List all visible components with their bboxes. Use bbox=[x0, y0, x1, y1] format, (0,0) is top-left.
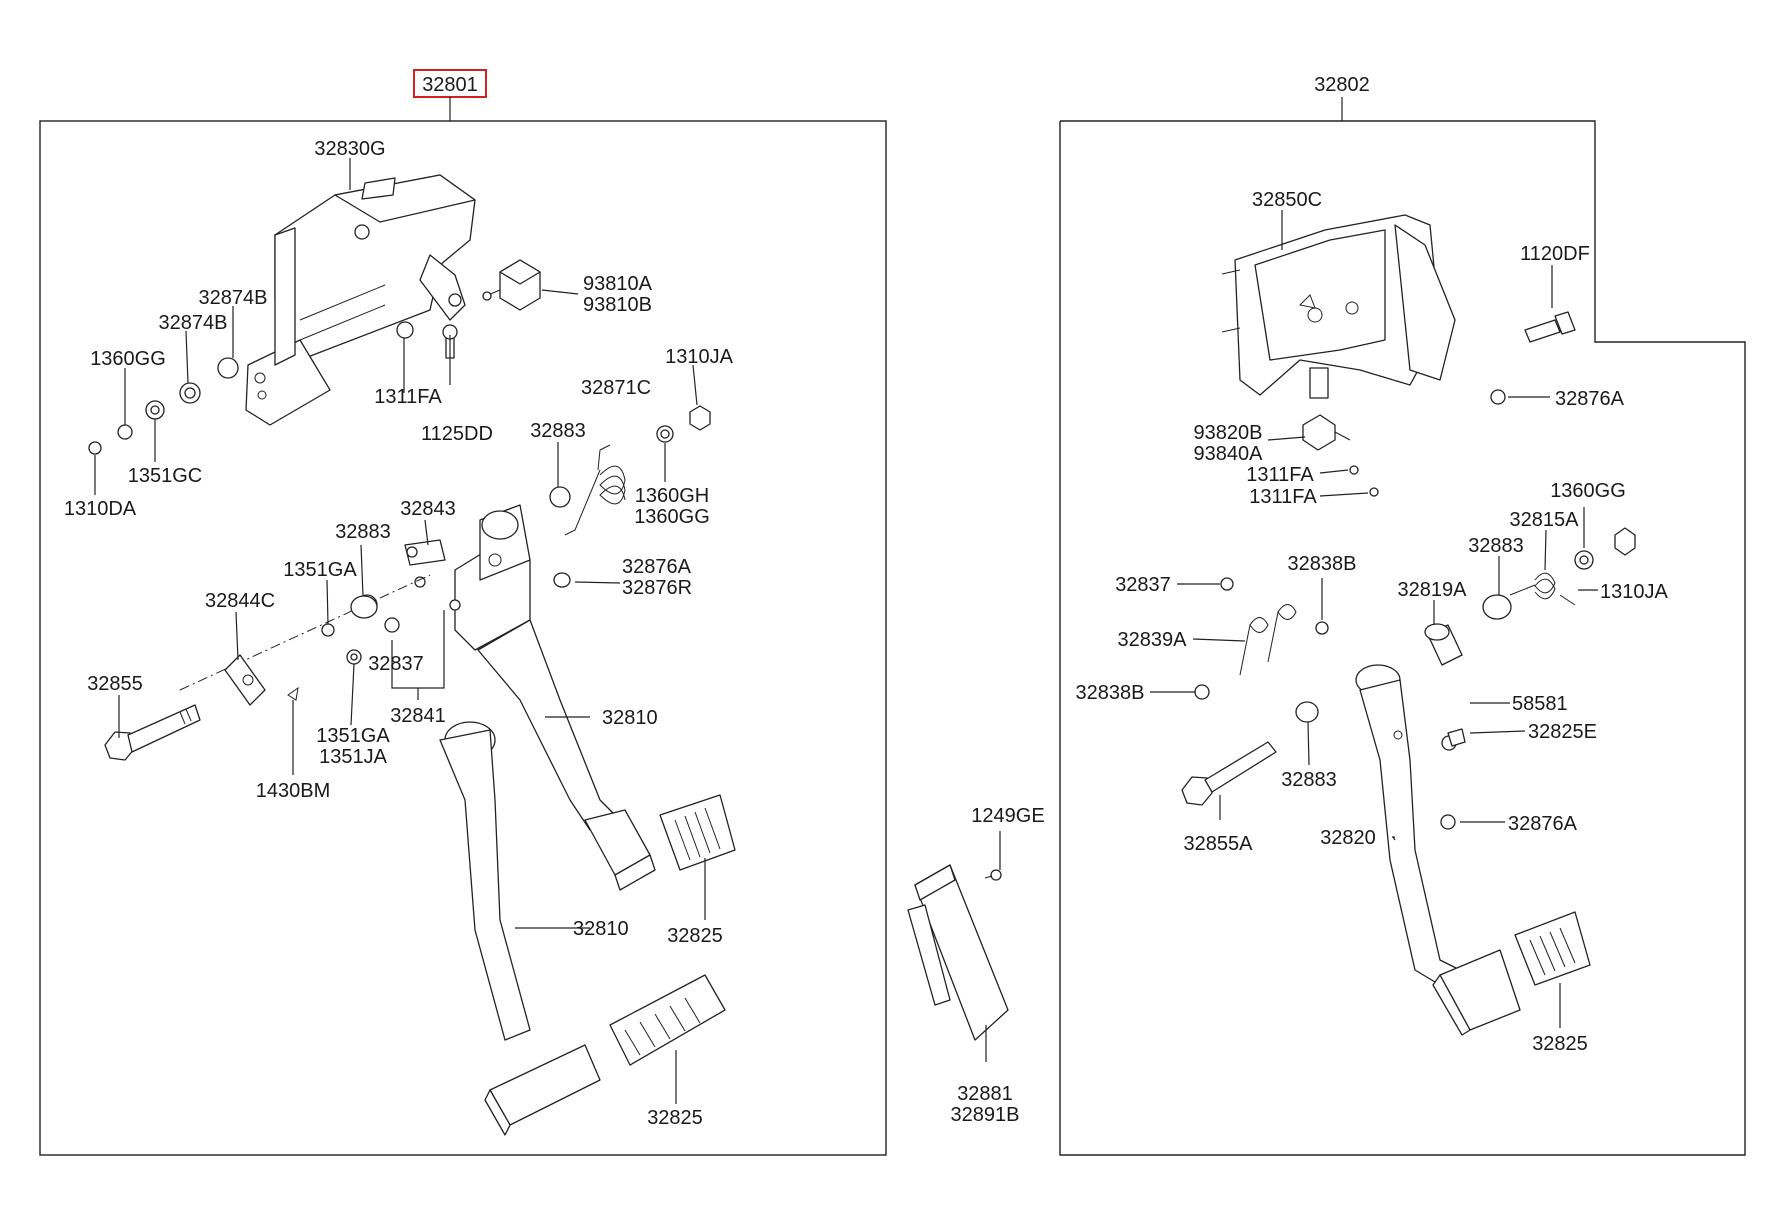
callout-label[interactable]: 32825E bbox=[1528, 721, 1597, 743]
callout-label[interactable]: 32825 bbox=[647, 1107, 703, 1129]
callout-label[interactable]: 32830G bbox=[314, 138, 385, 160]
callout-label[interactable]: 32871C bbox=[581, 377, 651, 399]
pedal-pad-32825-upper bbox=[659, 794, 736, 871]
callout-label[interactable]: 1351GA bbox=[316, 725, 390, 747]
cotter-pin bbox=[287, 686, 299, 701]
callout-label[interactable]: 32883 bbox=[335, 521, 391, 543]
callout-label[interactable]: 1310DA bbox=[64, 498, 137, 520]
pedal-pivot-assembly bbox=[404, 504, 531, 651]
bushing-32883-right bbox=[1482, 594, 1512, 620]
callout-label[interactable]: 32837 bbox=[1115, 574, 1171, 596]
bolt-32855 bbox=[104, 704, 201, 761]
callout-label[interactable]: 32883 bbox=[1281, 769, 1337, 791]
small-hardware-left bbox=[88, 321, 711, 665]
accelerator-pedal-32881 bbox=[907, 864, 1009, 1041]
callout-label[interactable]: 1249GE bbox=[971, 805, 1044, 827]
assembly-frame-32802 bbox=[1059, 120, 1746, 1156]
springs-32839A bbox=[1239, 604, 1297, 676]
callout-label[interactable]: 32810 bbox=[602, 707, 658, 729]
callout-label[interactable]: 32874B bbox=[159, 312, 228, 334]
callout-label[interactable]: 1125DD bbox=[421, 423, 493, 445]
callout-label[interactable]: 32874B bbox=[199, 287, 268, 309]
callout-label[interactable]: 32820 bbox=[1320, 827, 1376, 849]
callout-label[interactable]: 32810 bbox=[573, 918, 629, 940]
callout-label[interactable]: 32819A bbox=[1398, 579, 1468, 601]
pedal-pad-32825-right bbox=[1514, 911, 1591, 986]
callout-label[interactable]: 32841 bbox=[390, 705, 446, 727]
callout-label[interactable]: 1120DF bbox=[1520, 243, 1590, 265]
callout-label[interactable]: 1351GA bbox=[283, 559, 357, 581]
callout-label[interactable]: 32883 bbox=[1468, 535, 1524, 557]
callout-label[interactable]: 1430BM bbox=[256, 780, 331, 802]
callout-label[interactable]: 32876A bbox=[1555, 388, 1625, 410]
callout-label[interactable]: 32881 bbox=[957, 1083, 1013, 1105]
clip-32844C bbox=[224, 654, 266, 706]
small-hardware-right bbox=[1194, 389, 1636, 830]
bolt-1120DF bbox=[1524, 311, 1576, 343]
callout-label[interactable]: 1310JA bbox=[1600, 581, 1668, 603]
callout-label[interactable]: 93840A bbox=[1194, 443, 1264, 465]
callout-label[interactable]: 32839A bbox=[1118, 629, 1188, 651]
pedal-arm-32810-lower bbox=[439, 721, 601, 1136]
callout-label[interactable]: 1311FA bbox=[1246, 464, 1314, 486]
callout-label[interactable]: 32825 bbox=[1532, 1033, 1588, 1055]
return-spring-32871C bbox=[564, 444, 626, 536]
callout-label[interactable]: 32844C bbox=[205, 590, 275, 612]
bushing-32819A bbox=[1424, 623, 1463, 666]
pedal-arm-32820 bbox=[1355, 664, 1521, 1036]
callout-label[interactable]: 32837 bbox=[368, 653, 424, 675]
callout-label[interactable]: 32876R bbox=[622, 577, 692, 599]
callout-label[interactable]: 1360GH bbox=[635, 485, 710, 507]
callout-label[interactable]: 32850C bbox=[1252, 189, 1322, 211]
callout-label[interactable]: 93820B bbox=[1194, 422, 1263, 444]
bushing-32883-lower-right bbox=[1295, 701, 1319, 723]
pedal-pad-32825-lower bbox=[609, 974, 726, 1066]
spring-32815A bbox=[1509, 572, 1576, 606]
callout-label[interactable]: 32876A bbox=[622, 556, 692, 578]
pivot-axis bbox=[179, 574, 431, 691]
callout-label[interactable]: 93810A bbox=[583, 273, 653, 295]
callout-label[interactable]: 32891B bbox=[951, 1104, 1020, 1126]
callout-label[interactable]: 32876A bbox=[1508, 813, 1578, 835]
callout-label[interactable]: 1311FA bbox=[374, 386, 442, 408]
callout-label[interactable]: 1351JA bbox=[319, 746, 387, 768]
assembly-frame-32801 bbox=[39, 120, 887, 1156]
callout-label[interactable]: 32855A bbox=[1184, 833, 1254, 855]
callout-label[interactable]: 1351GC bbox=[128, 465, 203, 487]
bracket-32830G bbox=[245, 174, 476, 426]
callout-label[interactable]: 32825 bbox=[667, 925, 723, 947]
callout-label[interactable]: 93810B bbox=[583, 294, 652, 316]
stop-lamp-switch-right bbox=[1302, 367, 1351, 451]
callout-label[interactable]: 1310JA bbox=[665, 346, 733, 368]
callout-label[interactable]: 32838B bbox=[1288, 553, 1357, 575]
callout-label[interactable]: 1311FA bbox=[1249, 486, 1317, 508]
leader-lines bbox=[94, 158, 1598, 1104]
callout-label[interactable]: 32815A bbox=[1510, 509, 1580, 531]
callout-label[interactable]: 32855 bbox=[87, 673, 143, 695]
stop-lamp-switch bbox=[482, 259, 541, 311]
callout-label[interactable]: 32883 bbox=[530, 420, 586, 442]
callout-label[interactable]: 1360GG bbox=[634, 506, 710, 528]
assembly-label-32801[interactable]: 32801 bbox=[422, 74, 478, 96]
callout-label[interactable]: 1360GG bbox=[1550, 480, 1626, 502]
bracket-32850C bbox=[1221, 214, 1456, 396]
pedal-arm-32810-upper bbox=[477, 619, 656, 891]
callout-label[interactable]: 58581 bbox=[1512, 693, 1568, 715]
callout-label[interactable]: 32838B bbox=[1076, 682, 1145, 704]
assembly-label-32802[interactable]: 32802 bbox=[1314, 74, 1370, 96]
bolt-32855A bbox=[1181, 741, 1277, 806]
callout-label[interactable]: 1360GG bbox=[90, 348, 166, 370]
callout-label[interactable]: 32843 bbox=[400, 498, 456, 520]
